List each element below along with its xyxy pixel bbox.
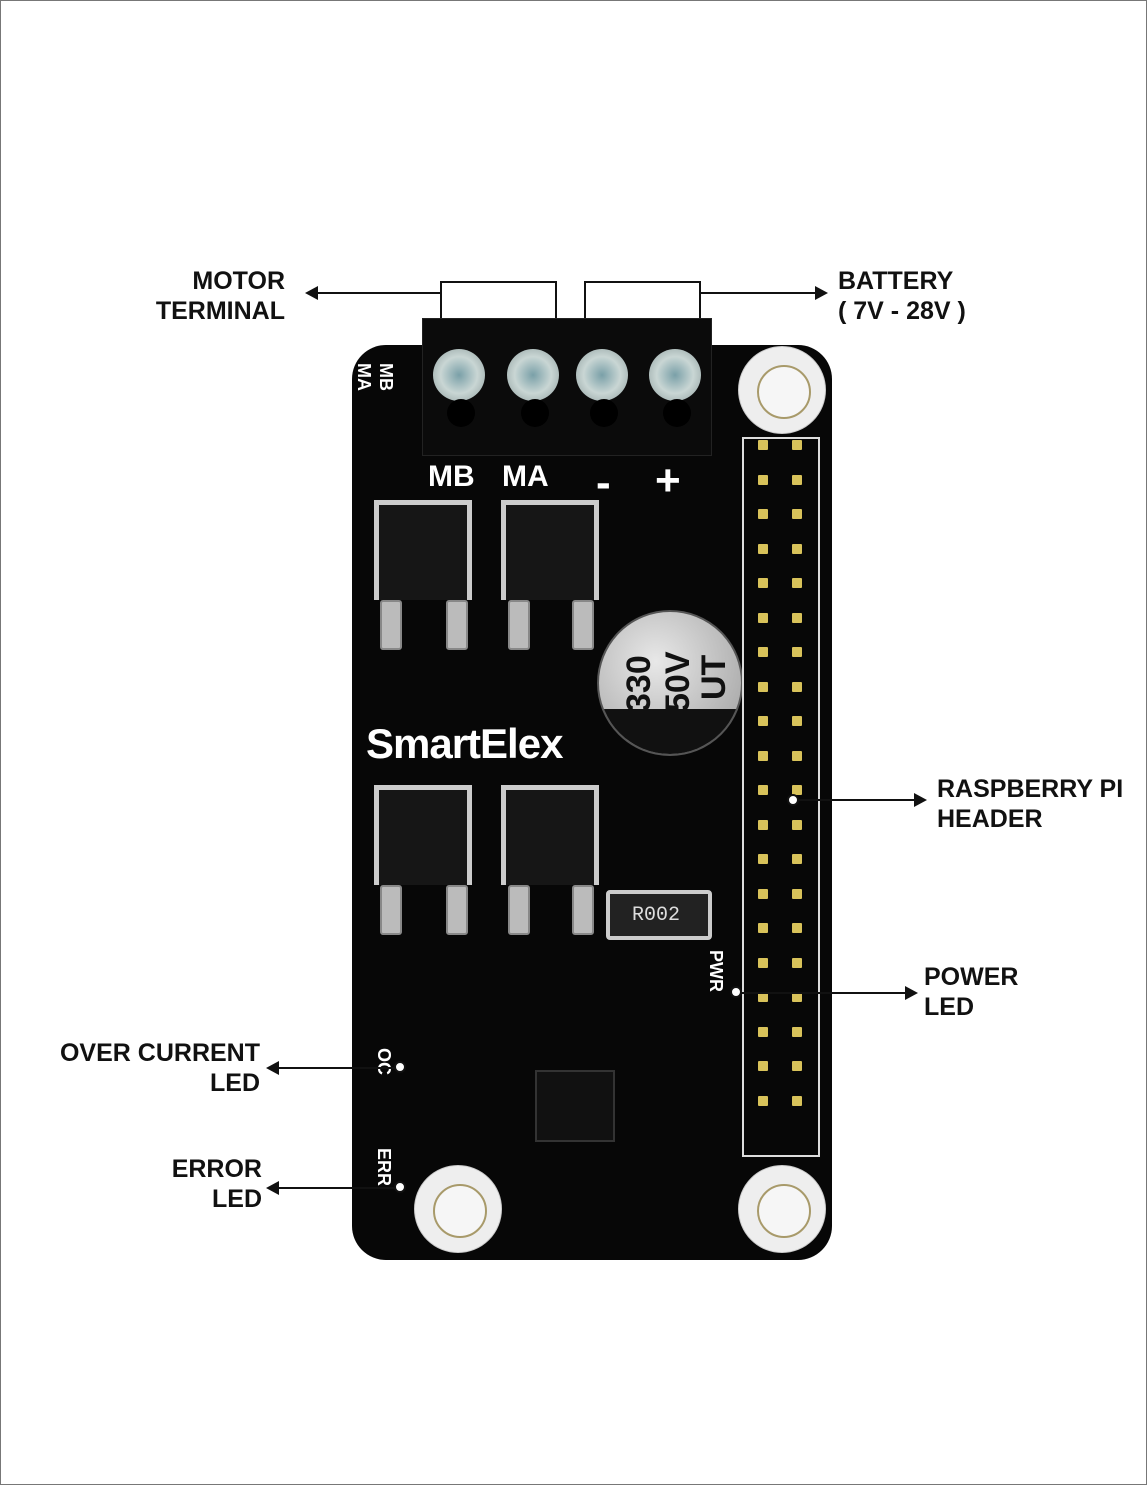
header-pin: [792, 957, 802, 968]
screw-icon: [433, 349, 485, 401]
header-pin: [792, 888, 802, 899]
header-pin: [792, 509, 802, 519]
header-pin: [758, 750, 768, 761]
header-pin: [792, 750, 802, 761]
header-pin: [792, 1061, 802, 1071]
terminal-label-plus: +: [655, 456, 681, 505]
callout-dot: [394, 1061, 406, 1073]
header-pin: [758, 888, 768, 899]
header-pin: [758, 923, 768, 933]
motor-terminal-arrow: [318, 292, 440, 294]
header-pin: [792, 854, 802, 864]
header-pin: [792, 819, 802, 830]
raspberry-pi-header: [742, 437, 820, 1157]
header-pin: [758, 681, 768, 692]
header-pin: [758, 716, 768, 726]
mosfet: [501, 500, 599, 600]
header-pin: [792, 612, 802, 623]
header-pin: [758, 647, 768, 657]
header-pin: [792, 923, 802, 933]
header-pin: [792, 992, 802, 1002]
header-pin: [758, 509, 768, 519]
mosfet: [501, 785, 599, 885]
err-silk: ERR: [374, 1148, 394, 1187]
shunt-resistor: R002: [606, 890, 712, 940]
capacitor-value: 330: [620, 655, 658, 712]
arrow-left-icon: [305, 286, 318, 300]
mounting-hole: [738, 1165, 826, 1253]
header-pin: [758, 1026, 768, 1037]
arrow-left-icon: [266, 1061, 279, 1075]
callout-dot: [394, 1181, 406, 1193]
arrow-left-icon: [266, 1181, 279, 1195]
terminal-label-mb: MB: [428, 460, 475, 493]
header-pin: [758, 543, 768, 554]
callout-dot: [730, 986, 742, 998]
header-pin: [792, 543, 802, 554]
oc-silk: OC: [374, 1048, 394, 1075]
mounting-hole: [414, 1165, 502, 1253]
callout-dot: [787, 794, 799, 806]
pwr-silk: PWR: [706, 950, 726, 992]
arrow-right-icon: [914, 793, 927, 807]
arrow-right-icon: [815, 286, 828, 300]
screw-icon: [649, 349, 701, 401]
header-pin: [758, 578, 768, 588]
mosfet: [374, 785, 472, 885]
battery-label: BATTERY( 7V - 28V ): [838, 267, 966, 325]
arrow-right-icon: [905, 986, 918, 1000]
capacitor: 330 50V UT: [597, 610, 743, 756]
header-pin: [758, 957, 768, 968]
screw-terminal-block: [422, 318, 712, 456]
terminal-label-minus: -: [596, 458, 611, 507]
mosfet: [374, 500, 472, 600]
header-pin: [758, 612, 768, 623]
header-pin: [792, 474, 802, 485]
header-pin: [758, 785, 768, 795]
header-pin: [792, 647, 802, 657]
header-pin: [792, 681, 802, 692]
microcontroller: [535, 1070, 615, 1142]
header-pin: [758, 819, 768, 830]
header-pin: [792, 1095, 802, 1106]
capacitor-voltage: 50V: [659, 651, 697, 713]
header-pin: [758, 854, 768, 864]
header-pin: [758, 1061, 768, 1071]
header-pin: [792, 1026, 802, 1037]
capacitor-series: UT: [695, 654, 733, 700]
header-pin: [792, 716, 802, 726]
screw-icon: [576, 349, 628, 401]
smartelex-logo: SmartElex: [366, 720, 563, 767]
header-pin: [792, 785, 802, 795]
header-pin: [758, 992, 768, 1002]
terminal-label-ma: MA: [502, 460, 549, 493]
header-pin: [758, 1095, 768, 1106]
mounting-hole: [738, 346, 826, 434]
resistor-label: R002: [632, 904, 681, 927]
header-pin: [758, 440, 768, 450]
header-pin: [792, 578, 802, 588]
header-pin: [758, 474, 768, 485]
header-pin: [792, 440, 802, 450]
side-label-mb: MB: [376, 363, 396, 391]
side-label-ma: MA: [354, 363, 374, 391]
battery-arrow: [700, 292, 816, 294]
screw-icon: [507, 349, 559, 401]
